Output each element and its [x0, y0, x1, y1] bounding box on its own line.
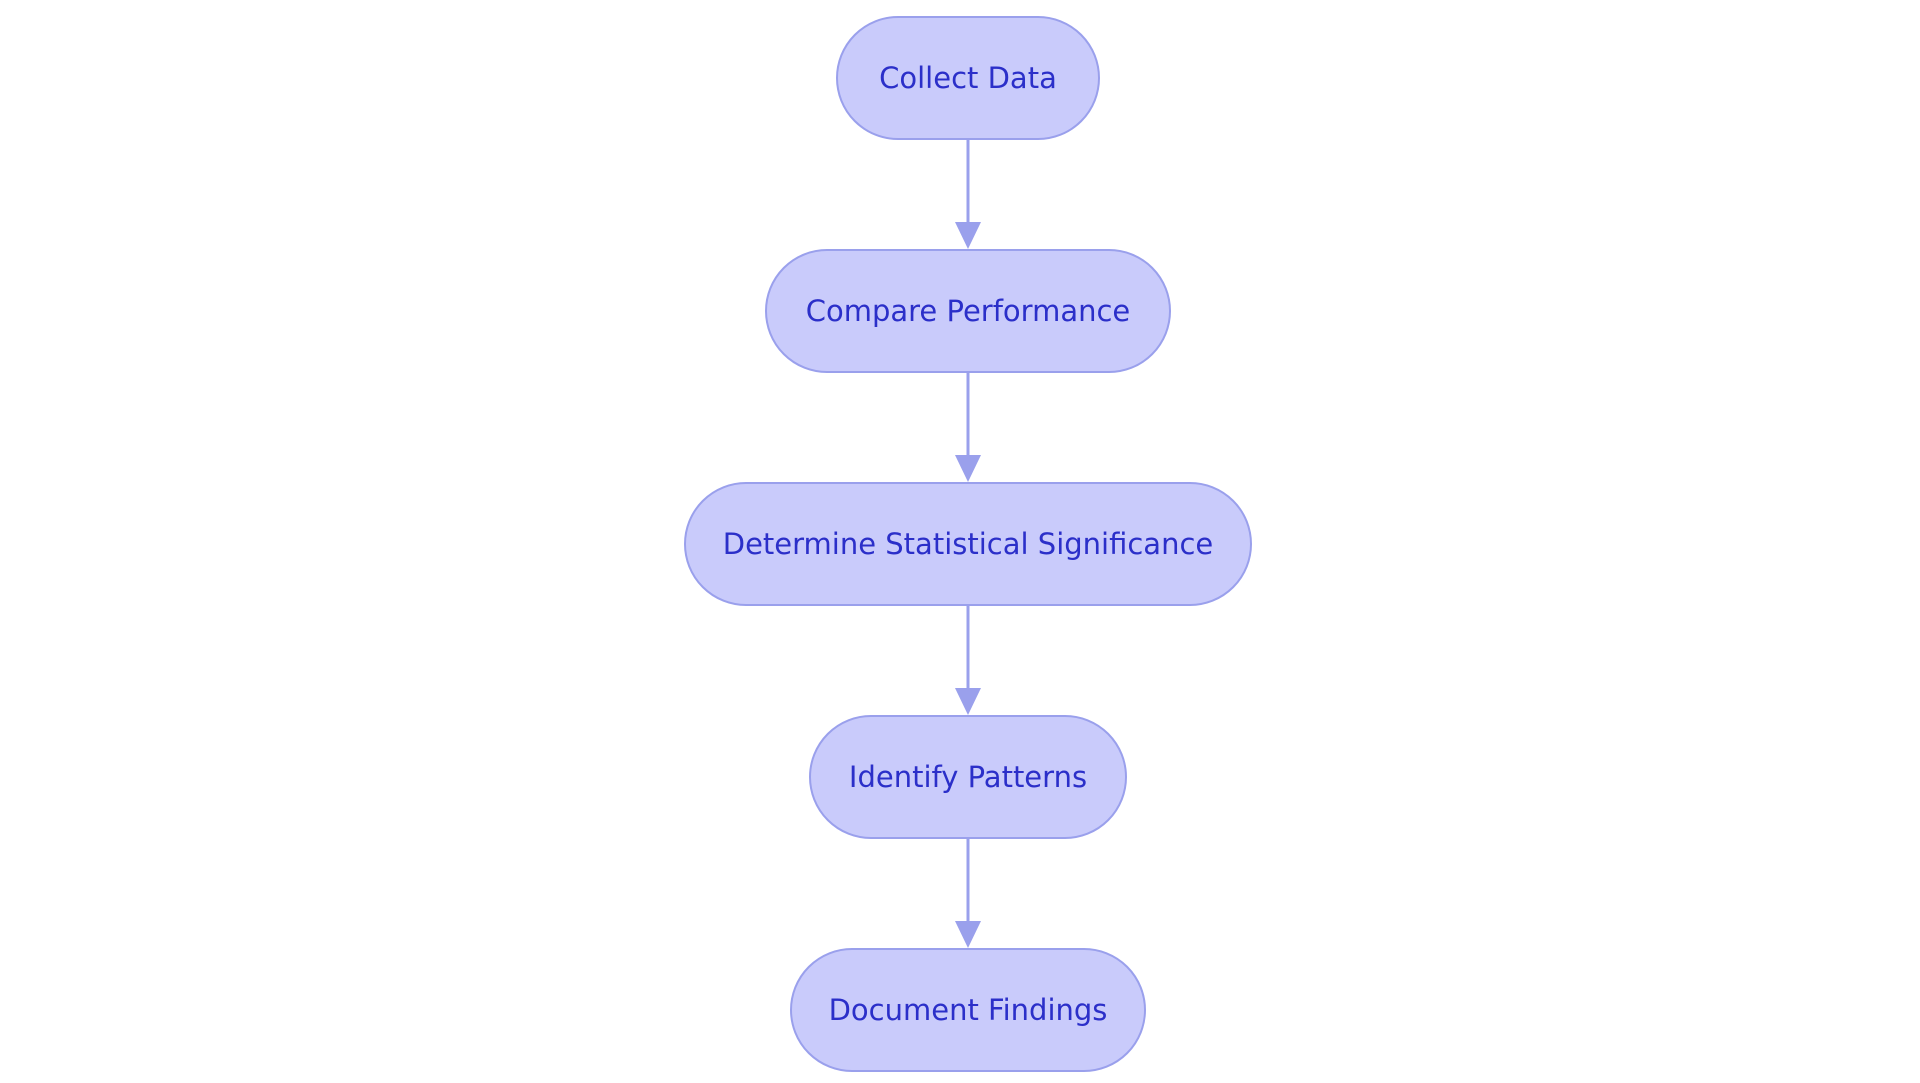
- node-determine-statistical-significance[interactable]: Determine Statistical Significance: [684, 482, 1252, 606]
- arrowhead-icon: [955, 222, 981, 249]
- node-label: Compare Performance: [805, 294, 1131, 328]
- arrow-collect-to-compare: [955, 140, 981, 249]
- node-document-findings[interactable]: Document Findings: [790, 948, 1146, 1072]
- arrow-patterns-to-document: [955, 839, 981, 948]
- node-compare-performance[interactable]: Compare Performance: [765, 249, 1171, 373]
- arrow-significance-to-patterns: [955, 606, 981, 715]
- arrowhead-icon: [955, 688, 981, 715]
- node-collect-data[interactable]: Collect Data: [836, 16, 1100, 140]
- node-label: Document Findings: [828, 993, 1108, 1027]
- arrowhead-icon: [955, 455, 981, 482]
- arrowhead-icon: [955, 921, 981, 948]
- node-label: Determine Statistical Significance: [722, 527, 1214, 561]
- node-identify-patterns[interactable]: Identify Patterns: [809, 715, 1127, 839]
- node-label: Collect Data: [879, 61, 1057, 95]
- node-label: Identify Patterns: [848, 760, 1088, 794]
- arrow-compare-to-significance: [955, 373, 981, 482]
